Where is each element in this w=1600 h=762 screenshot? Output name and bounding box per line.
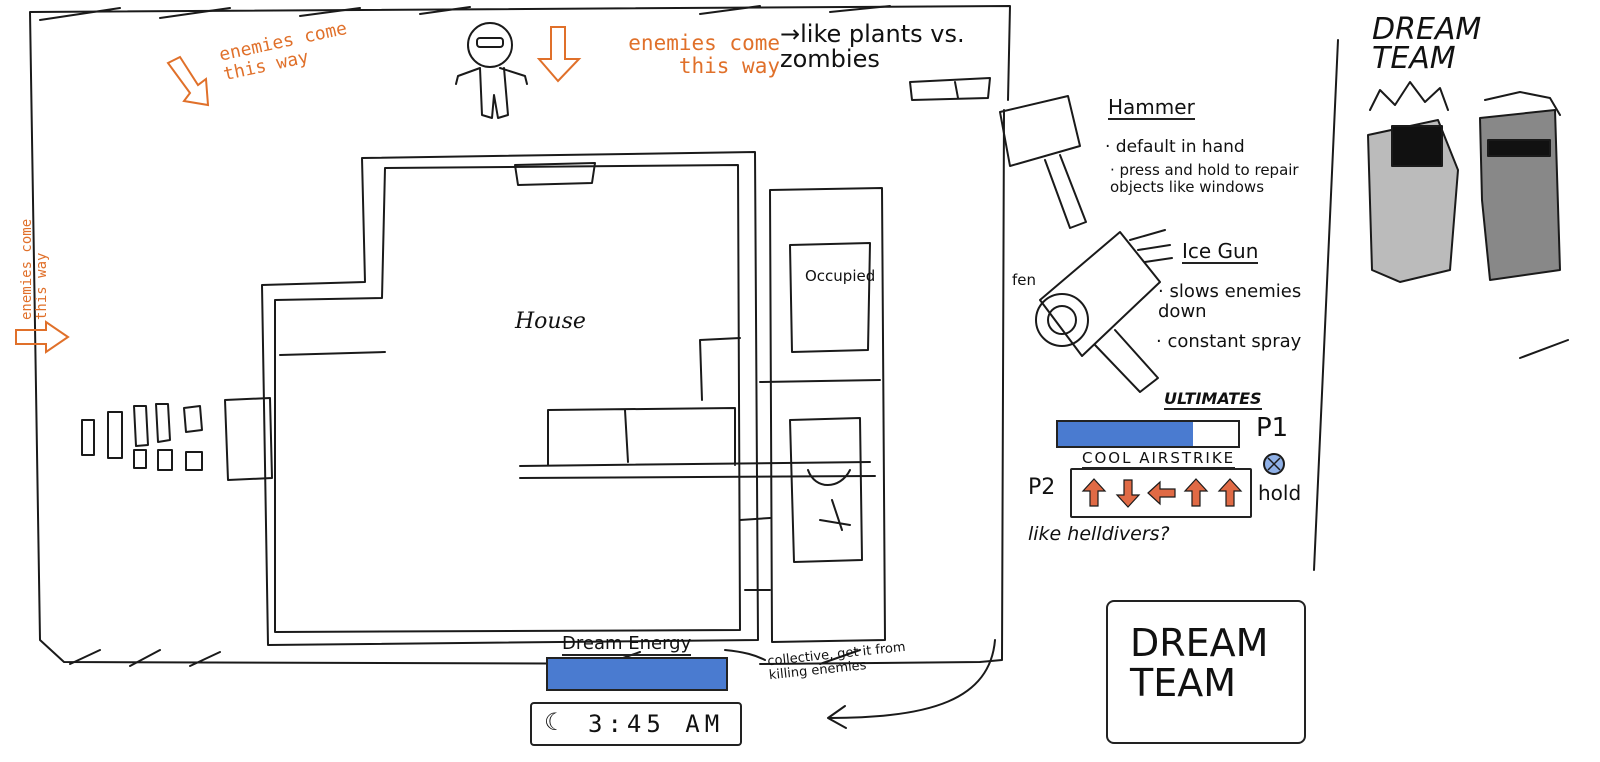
hammer-title: Hammer [1108,95,1195,120]
player-figure [455,22,528,119]
ice-gun-shape [1035,229,1173,393]
controller-button-icon [1263,453,1285,475]
hammer-icon-shape [999,95,1087,229]
panel-divider [1313,39,1339,571]
team-character-band [1487,139,1551,157]
helldivers-note: like helldivers? [1028,523,1170,545]
airstrike-combo-box [1070,468,1252,518]
p2-label: P2 [1028,475,1056,500]
hammer-line-2: · press and hold to repair objects like … [1110,161,1299,196]
ice-gun-line-1: · slows enemies down [1158,281,1302,322]
enemy-arrow-right-icon [15,320,70,354]
p1-label: P1 [1256,413,1289,443]
yard-hatch-bottom [69,649,861,667]
hammer-line-1: · default in hand [1105,137,1245,157]
combo-arrow-left-icon [1147,480,1176,506]
ultimates-title: ULTIMATES [1164,389,1262,410]
airstrike-label: COOL AIRSTRIKE [1082,449,1236,469]
p1-ultimate-bar [1056,420,1240,448]
dream-energy-label: Dream Energy [562,633,692,656]
dream-energy-bar [546,657,728,691]
house-outline [261,151,759,646]
dream-energy-fill [548,659,726,689]
pvz-note: →like plants vs. zombies [780,20,965,74]
bed-shape [807,469,851,531]
team-title-top: DREAM TEAM [1372,12,1482,76]
combo-arrow-up-icon [1081,478,1107,507]
annex-building [759,187,886,643]
house-mid-wall [279,337,741,401]
hold-label: hold [1258,481,1302,505]
decor-slash [1519,339,1569,359]
counter [519,407,876,479]
yard-boundary [29,5,1011,665]
clock-time: 3:45 AM [588,710,725,738]
fence-label: fen [1012,271,1037,289]
enemy-arrow-down-icon [536,26,582,83]
window-top [514,162,596,186]
team-logo-box: DREAM TEAM [1106,600,1306,744]
window-left [224,397,273,481]
combo-arrow-up-icon [1217,478,1243,507]
moon-icon: ☾ [544,708,566,736]
airstrike-arrows [1081,478,1243,508]
side-door [739,517,771,591]
combo-arrow-up-icon [1183,478,1209,507]
long-pointer-arrow [827,639,996,729]
enemy-arrow-diag-icon [166,55,210,107]
team-logo-title: DREAM TEAM [1130,621,1269,705]
ice-gun-title: Ice Gun [1182,239,1259,264]
small-sign [909,77,991,101]
team-character-visor [1391,125,1443,167]
yard-hatch-top [39,5,891,21]
energy-pointer-arrow [724,649,766,661]
team-hair [1369,81,1561,116]
p1-ultimate-fill [1058,422,1193,446]
ice-gun-line-2: · constant spray [1156,331,1302,352]
enemy-note-left: enemies come this way [19,218,51,320]
clock-hud: ☾ 3:45 AM [530,702,742,746]
house-inner-wall [274,164,741,633]
enemy-note-top: enemies come this way [628,31,780,79]
house-label: House [515,309,586,334]
occupied-label: Occupied [805,267,876,285]
combo-arrow-down-icon [1115,479,1141,508]
enemy-sprites [81,403,203,471]
